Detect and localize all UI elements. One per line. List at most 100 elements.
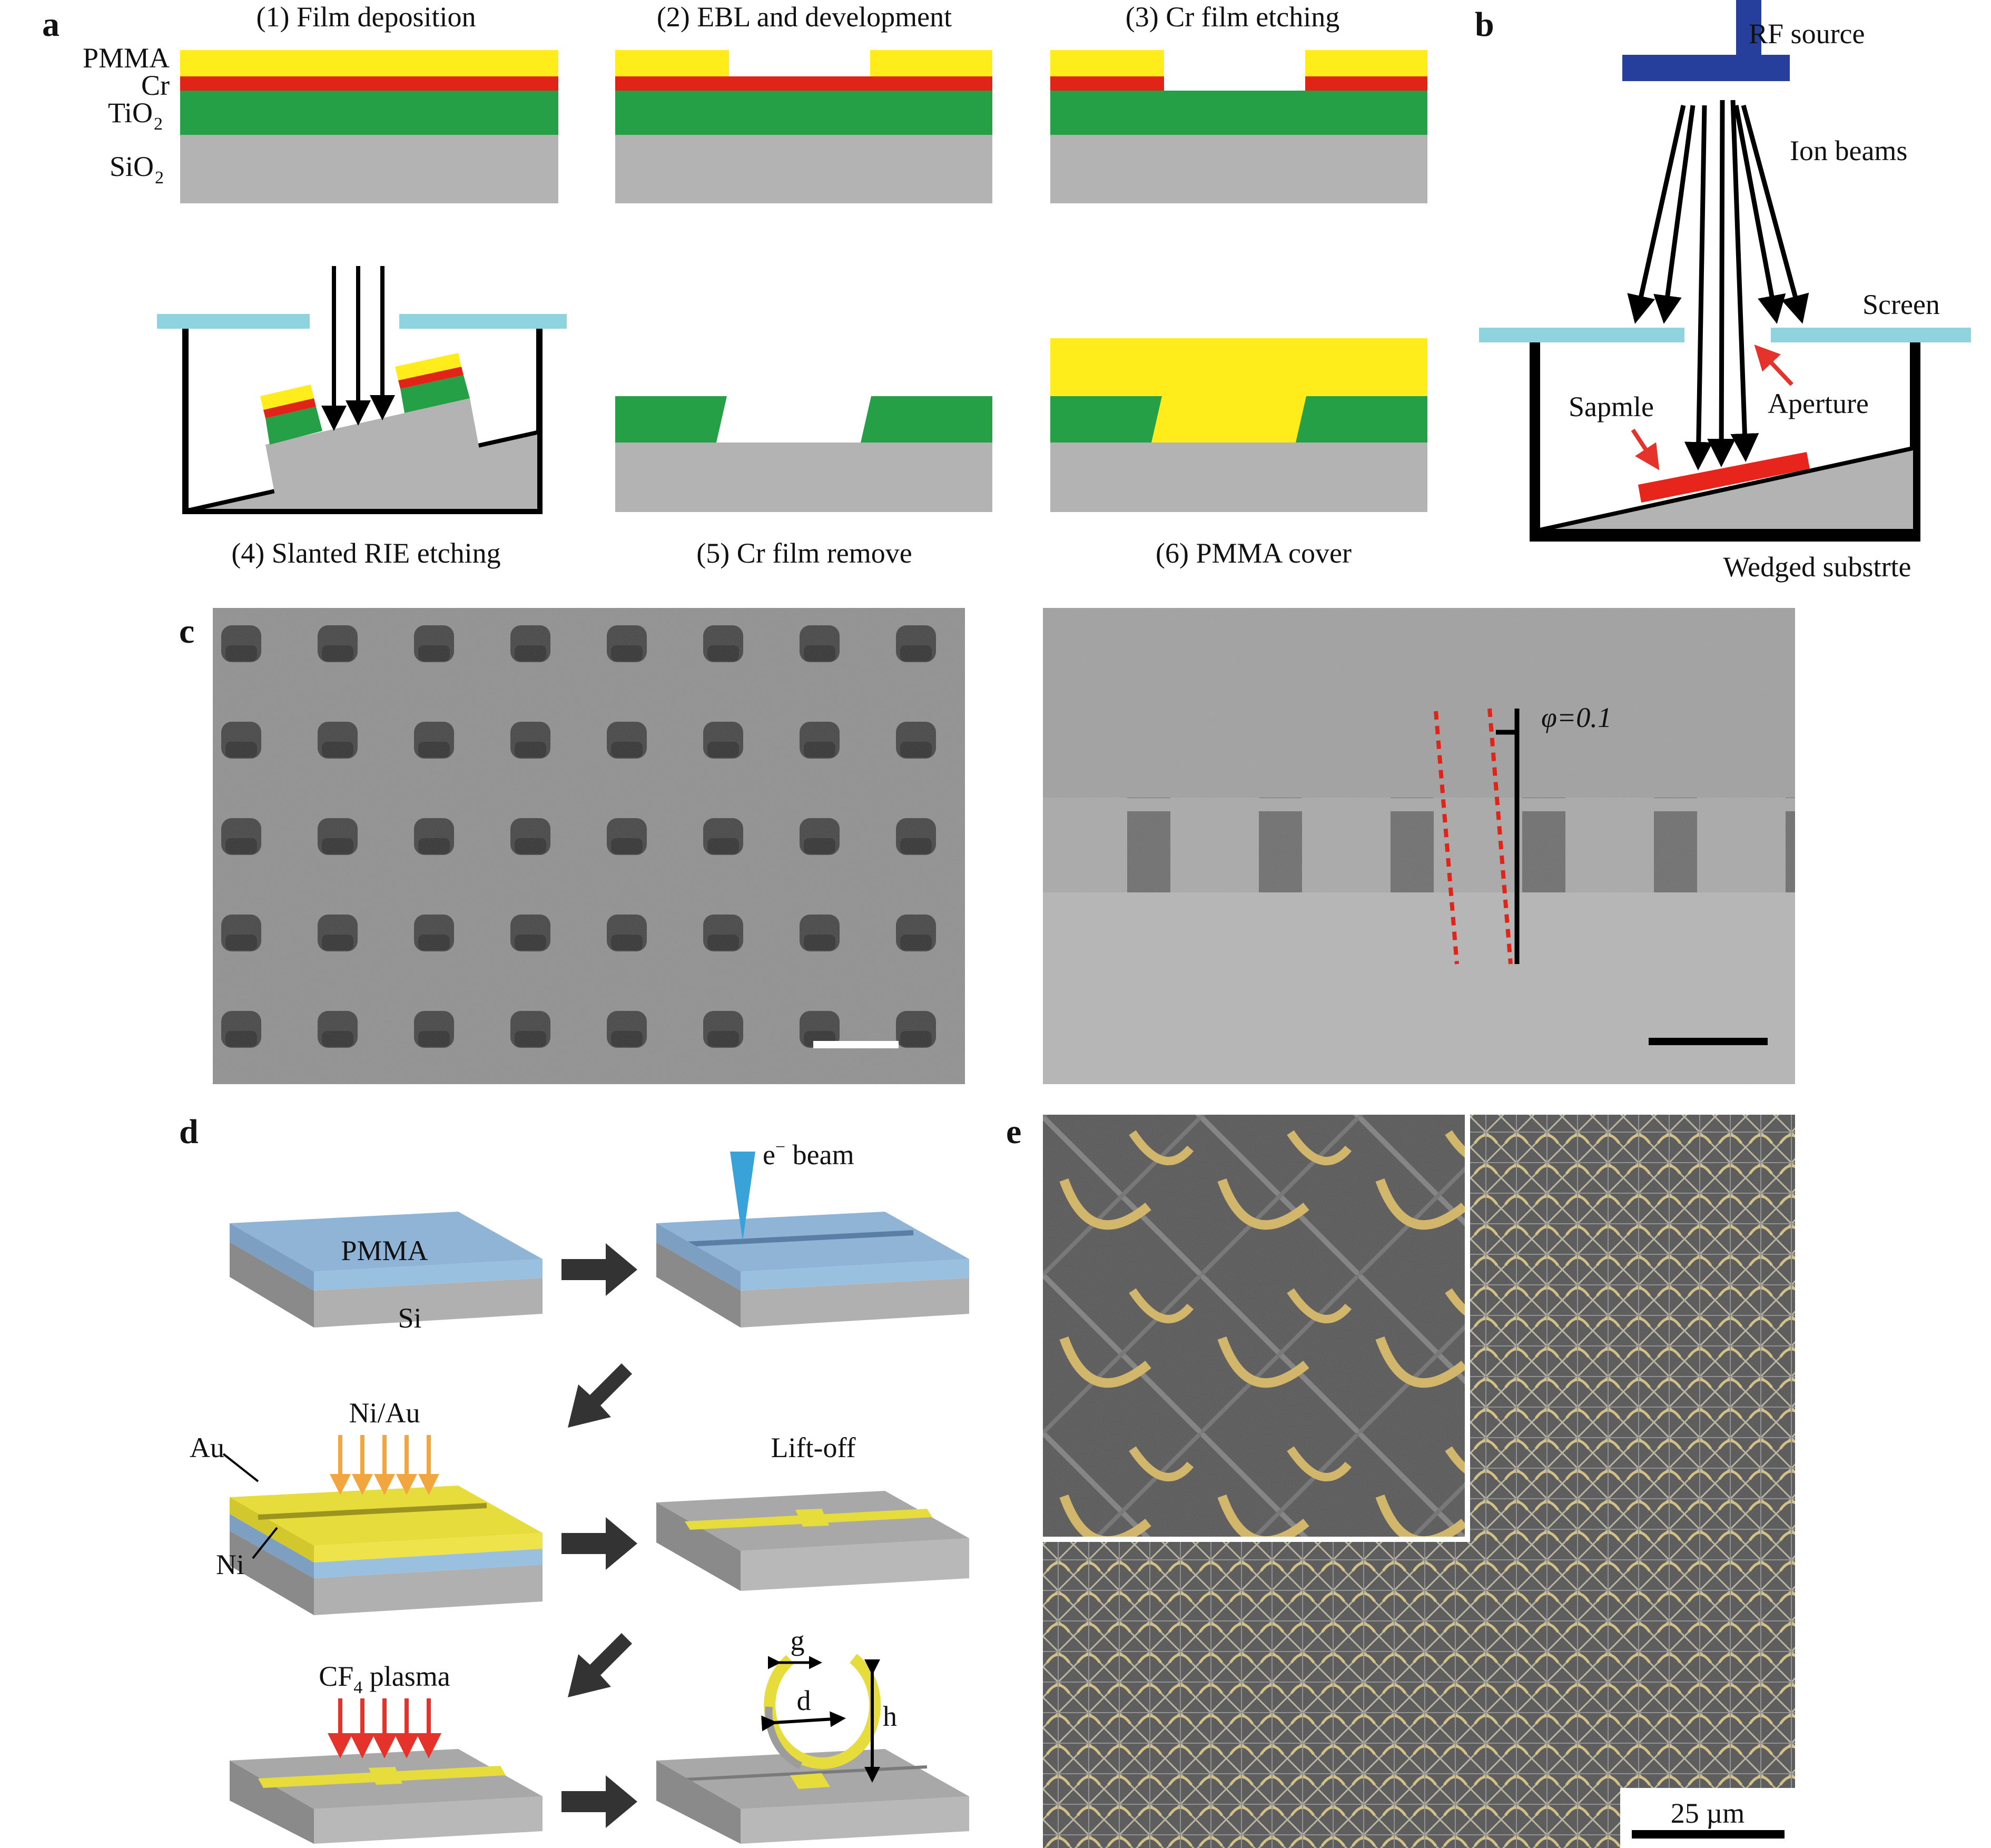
cr-layer-left bbox=[1050, 76, 1164, 91]
ni-leader bbox=[252, 1527, 278, 1559]
ion-beam bbox=[1741, 104, 1809, 324]
panel-letter-c: c bbox=[179, 612, 194, 651]
sio2-layer bbox=[615, 443, 992, 512]
panel-e: e 25 µm bbox=[1006, 1113, 1799, 1848]
panel-letter-d: d bbox=[179, 1113, 199, 1151]
tio2-left bbox=[265, 407, 322, 445]
cf4-label: CF4 plasma bbox=[319, 1660, 450, 1697]
tio2-right bbox=[861, 396, 992, 443]
layer-label-sio2: SiO bbox=[110, 151, 154, 182]
step-4-slanted-rie bbox=[157, 266, 567, 514]
layer-label-cr: Cr bbox=[141, 70, 170, 101]
ebeam-superscript: − bbox=[775, 1137, 785, 1157]
pmma-layer bbox=[180, 50, 558, 76]
cf4-suffix: plasma bbox=[362, 1660, 450, 1692]
sample-label: Sapmle bbox=[1569, 391, 1654, 422]
tio2-left bbox=[1050, 396, 1162, 443]
arrow-down-left-icon bbox=[568, 1363, 632, 1428]
ion-beam bbox=[1707, 100, 1736, 467]
step-6-stack bbox=[1050, 338, 1427, 512]
tio2-right bbox=[400, 375, 470, 413]
tio2-right bbox=[1296, 396, 1427, 443]
ion-beam bbox=[1733, 105, 1786, 324]
sample-pointer-arrow bbox=[1631, 428, 1660, 470]
ni-au-label: Ni/Au bbox=[349, 1397, 420, 1429]
wedged-substrate-label: Wedged substrte bbox=[1723, 551, 1911, 583]
sio2-layer bbox=[1050, 443, 1427, 512]
ebeam-prefix: e bbox=[763, 1139, 775, 1171]
screen-left bbox=[157, 314, 310, 329]
chamber bbox=[1530, 342, 1920, 542]
ion-beams-label: Ion beams bbox=[1790, 135, 1907, 166]
panel-c: c φ=0.1 bbox=[179, 608, 1795, 1084]
cf4-plasma-block bbox=[230, 1749, 543, 1844]
aperture-label: Aperture bbox=[1768, 388, 1869, 419]
step-5-stack bbox=[615, 396, 992, 512]
gold-pad bbox=[369, 1767, 402, 1785]
panel-a: a PMMA Cr TiO 2 SiO 2 (1) Film depositio… bbox=[42, 1, 1427, 569]
layer-label-tio2: TiO bbox=[108, 97, 153, 129]
si-label: Si bbox=[398, 1302, 421, 1334]
ebeam-cone-icon bbox=[730, 1152, 755, 1241]
ebeam-patterned-block bbox=[656, 1212, 969, 1328]
gold-pad bbox=[795, 1509, 829, 1527]
ebeam-suffix: beam bbox=[785, 1139, 854, 1171]
arrow-right-icon bbox=[561, 1775, 637, 1828]
scale-bar-right bbox=[1649, 1038, 1768, 1045]
pmma-label: PMMA bbox=[341, 1235, 428, 1266]
tio2-left bbox=[615, 396, 727, 443]
pmma-layer-right bbox=[870, 50, 992, 76]
wedge-substrate bbox=[1534, 445, 1917, 533]
sem-cross-section-icon bbox=[1043, 608, 1795, 1084]
height-label-h: h bbox=[883, 1700, 897, 1732]
screen-right bbox=[399, 314, 567, 329]
ni-au-deposited-block bbox=[230, 1486, 543, 1615]
screen-label: Screen bbox=[1862, 289, 1940, 320]
panel-letter-e: e bbox=[1006, 1113, 1021, 1151]
panel-letter-b: b bbox=[1475, 5, 1494, 44]
ion-beam bbox=[1653, 105, 1696, 324]
gold-pad bbox=[790, 1773, 830, 1789]
scalebar-label: 25 µm bbox=[1671, 1797, 1745, 1829]
layer-label-sio2-sub: 2 bbox=[155, 168, 164, 188]
sidewall-dash-left bbox=[1434, 711, 1459, 965]
pmma-si-block bbox=[230, 1212, 543, 1328]
cf4-prefix: CF bbox=[319, 1660, 353, 1692]
split-ring bbox=[764, 1654, 881, 1769]
step-3-title: (3) Cr film etching bbox=[1126, 1, 1339, 33]
sio2-layer bbox=[615, 135, 992, 203]
cf4-subscript: 4 bbox=[353, 1678, 362, 1697]
sample-substrate bbox=[265, 398, 479, 495]
tio2-layer bbox=[180, 91, 558, 135]
lift-off-label: Lift-off bbox=[771, 1432, 856, 1463]
layer-label-pmma: PMMA bbox=[83, 42, 170, 74]
tio2-layer bbox=[1050, 91, 1427, 135]
ni-label: Ni bbox=[216, 1549, 244, 1580]
angle-label: φ=0.1 bbox=[1541, 702, 1612, 733]
diameter-label-d: d bbox=[797, 1685, 811, 1716]
arrow-right-icon bbox=[561, 1517, 637, 1570]
au-leader bbox=[222, 1453, 259, 1482]
pmma-layer-left bbox=[1050, 50, 1164, 76]
cr-layer bbox=[180, 76, 558, 91]
sem-inset-split-rings-icon bbox=[1043, 1115, 1470, 1542]
ion-beam bbox=[1730, 100, 1759, 462]
rf-source-label: RF source bbox=[1749, 18, 1865, 50]
step-1-title: (1) Film deposition bbox=[257, 1, 476, 33]
rf-source-icon bbox=[1622, 0, 1790, 81]
scale-bar bbox=[1632, 1830, 1785, 1839]
aperture-pointer-arrow bbox=[1754, 345, 1793, 386]
pmma-layer-left bbox=[615, 50, 729, 76]
gap-label-g: g bbox=[791, 1625, 805, 1656]
panel-letter-a: a bbox=[42, 5, 60, 44]
sio2-layer bbox=[180, 135, 558, 203]
step-4-title: (4) Slanted RIE etching bbox=[231, 537, 500, 569]
ion-beam bbox=[1627, 105, 1686, 324]
ebeam-label: e− beam bbox=[763, 1137, 854, 1171]
step-2-title: (2) EBL and development bbox=[657, 1, 952, 33]
diameter-arrow bbox=[761, 1711, 846, 1732]
step-3-stack bbox=[1050, 50, 1427, 203]
sample bbox=[1638, 452, 1810, 503]
sem-square-hole-array-icon bbox=[213, 608, 965, 1084]
